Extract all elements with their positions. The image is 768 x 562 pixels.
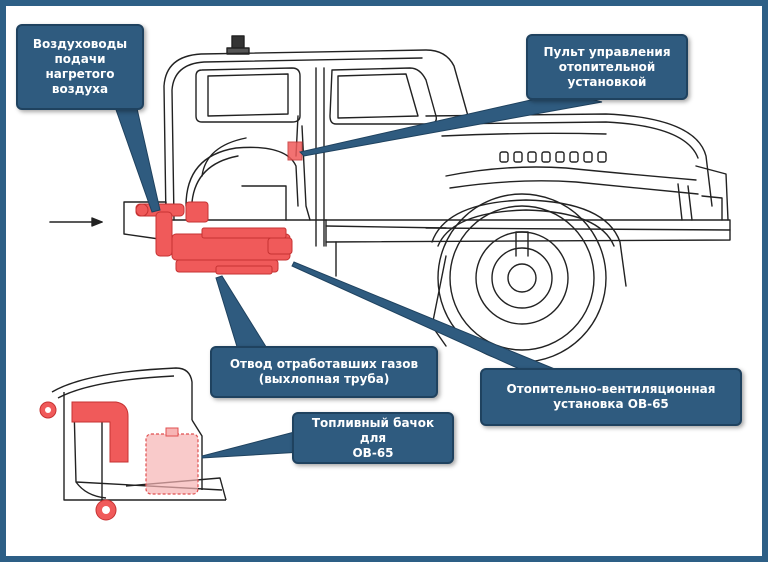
air-flow-arrow bbox=[49, 217, 103, 227]
diagram-frame: Воздуховоды подачи нагретого воздуха Пул… bbox=[6, 6, 762, 556]
callout-heater-unit: Отопительно-вентиляционная установка ОВ-… bbox=[480, 368, 742, 426]
roof-beacon bbox=[226, 35, 250, 55]
truck-diagram bbox=[39, 35, 731, 521]
pointer-fuel-tank bbox=[201, 429, 303, 459]
callout-pointers bbox=[113, 91, 603, 459]
cab-front-panel bbox=[201, 125, 311, 221]
callout-fuel-tank: Топливный бачок для ОВ-65 bbox=[292, 412, 454, 464]
heater-highlights bbox=[135, 141, 303, 275]
pointer-air-ducts bbox=[113, 103, 161, 213]
fuel-tank-inset bbox=[39, 367, 227, 521]
callout-control-panel: Пульт управления отопительной установкой bbox=[526, 34, 688, 100]
control-panel-highlight bbox=[287, 141, 303, 161]
heater-unit-highlight bbox=[171, 227, 293, 261]
fuel-tank-highlight bbox=[145, 433, 199, 495]
pointer-exhaust bbox=[215, 275, 269, 351]
hood-vents bbox=[499, 151, 607, 163]
truck-hood bbox=[425, 113, 729, 221]
callout-exhaust: Отвод отработавших газов (выхлопная труб… bbox=[210, 346, 438, 398]
exhaust-highlight bbox=[175, 259, 279, 275]
callout-air-ducts: Воздуховоды подачи нагретого воздуха bbox=[16, 24, 144, 110]
